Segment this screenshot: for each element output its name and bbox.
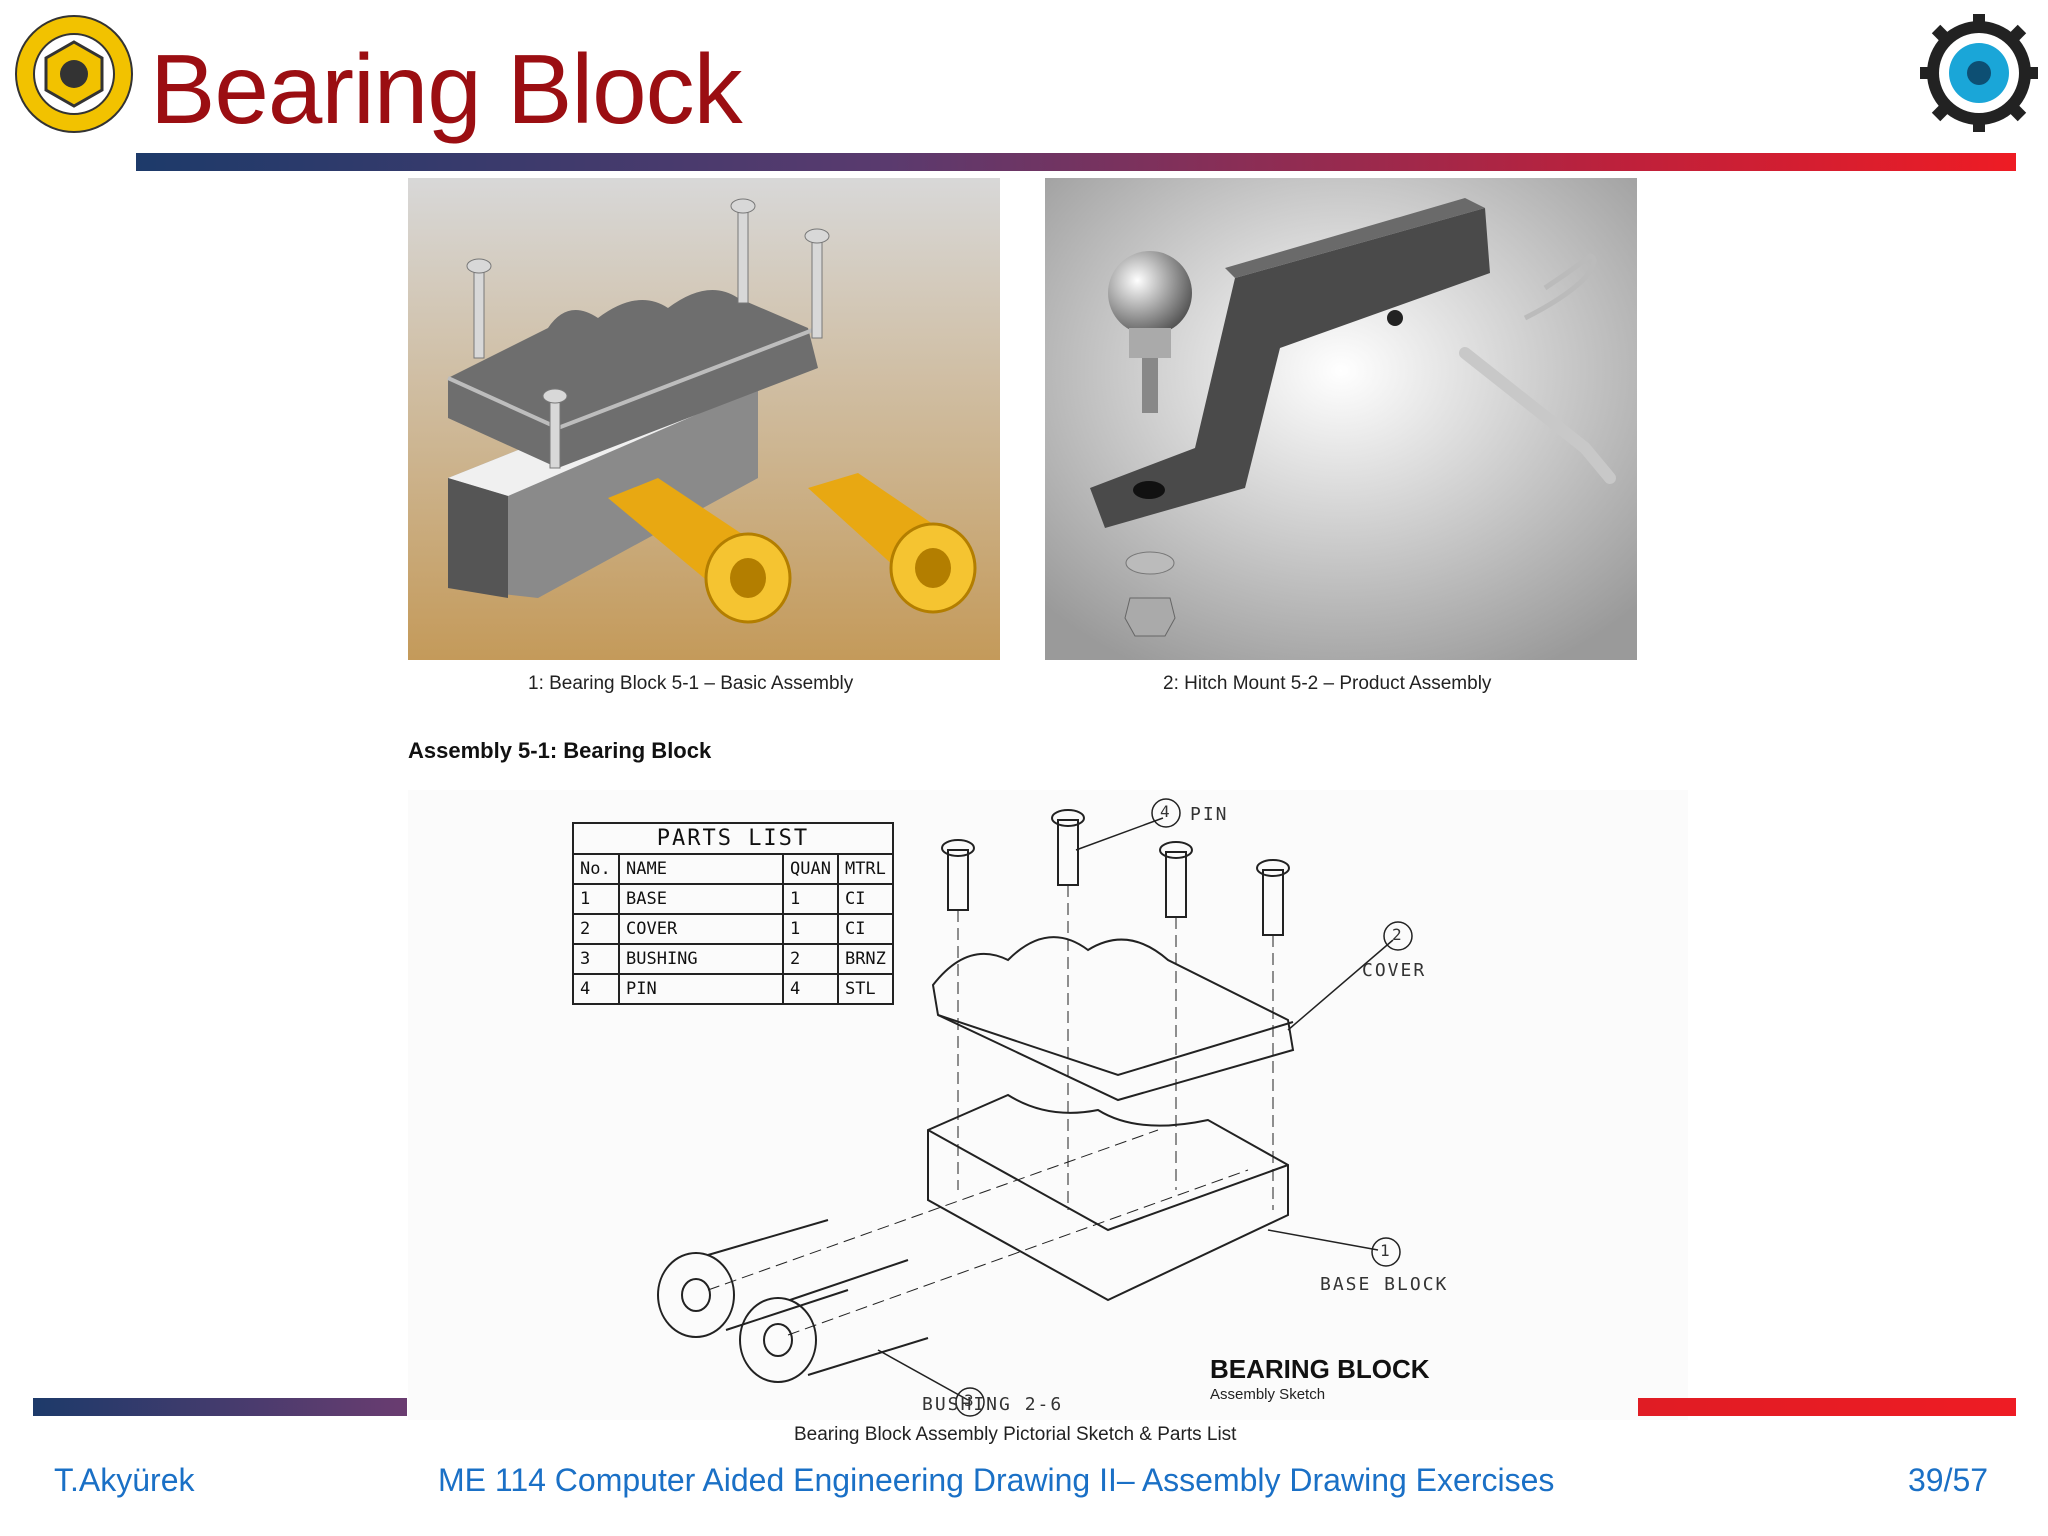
parts-list-header-row: No. NAME QUAN MTRL	[572, 853, 894, 885]
assembly-heading: Assembly 5-1: Bearing Block	[408, 738, 712, 763]
bearing-block-render	[408, 178, 1000, 660]
parts-list-title: PARTS LIST	[572, 822, 894, 855]
footer-author: T.Akyürek	[54, 1462, 195, 1498]
callout-cover-number: 2	[1392, 925, 1404, 944]
page-number: 39/57	[1908, 1462, 1989, 1498]
bearing-block-sketch	[657, 798, 1413, 1417]
sketch-title: BEARING BLOCK	[1210, 1354, 1430, 1384]
callout-base-label: BASE BLOCK	[1320, 1274, 1449, 1295]
callout-cover-label: COVER	[1362, 960, 1427, 981]
callout-base-number: 1	[1380, 1241, 1392, 1260]
col-no: No.	[572, 853, 620, 885]
hitch-mount-render	[1045, 178, 1637, 660]
callout-pin-label: PIN	[1190, 804, 1229, 825]
figure-2-caption: 2: Hitch Mount 5-2 – Product Assembly	[1163, 673, 1492, 694]
sketch-subtitle: Assembly Sketch	[1210, 1386, 1326, 1403]
figure-1-caption: 1: Bearing Block 5-1 – Basic Assembly	[528, 673, 854, 694]
callout-bushing-number: 3	[964, 1391, 976, 1410]
slide-title: Bearing Block	[150, 34, 743, 144]
header-divider	[136, 153, 2016, 171]
department-logo	[1920, 14, 2038, 132]
callout-bushing-label: BUSHING 2-6	[922, 1394, 1064, 1415]
footer-divider-right	[1638, 1398, 2016, 1416]
col-quan: QUAN	[782, 853, 839, 885]
callout-pin-number: 4	[1160, 802, 1172, 821]
footer-divider-left	[33, 1398, 407, 1416]
col-mtrl: MTRL	[836, 853, 894, 885]
sketch-caption: Bearing Block Assembly Pictorial Sketch …	[794, 1424, 1237, 1445]
footer-course: ME 114 Computer Aided Engineering Drawin…	[438, 1462, 1555, 1498]
col-name: NAME	[618, 853, 784, 885]
university-logo	[14, 14, 134, 134]
